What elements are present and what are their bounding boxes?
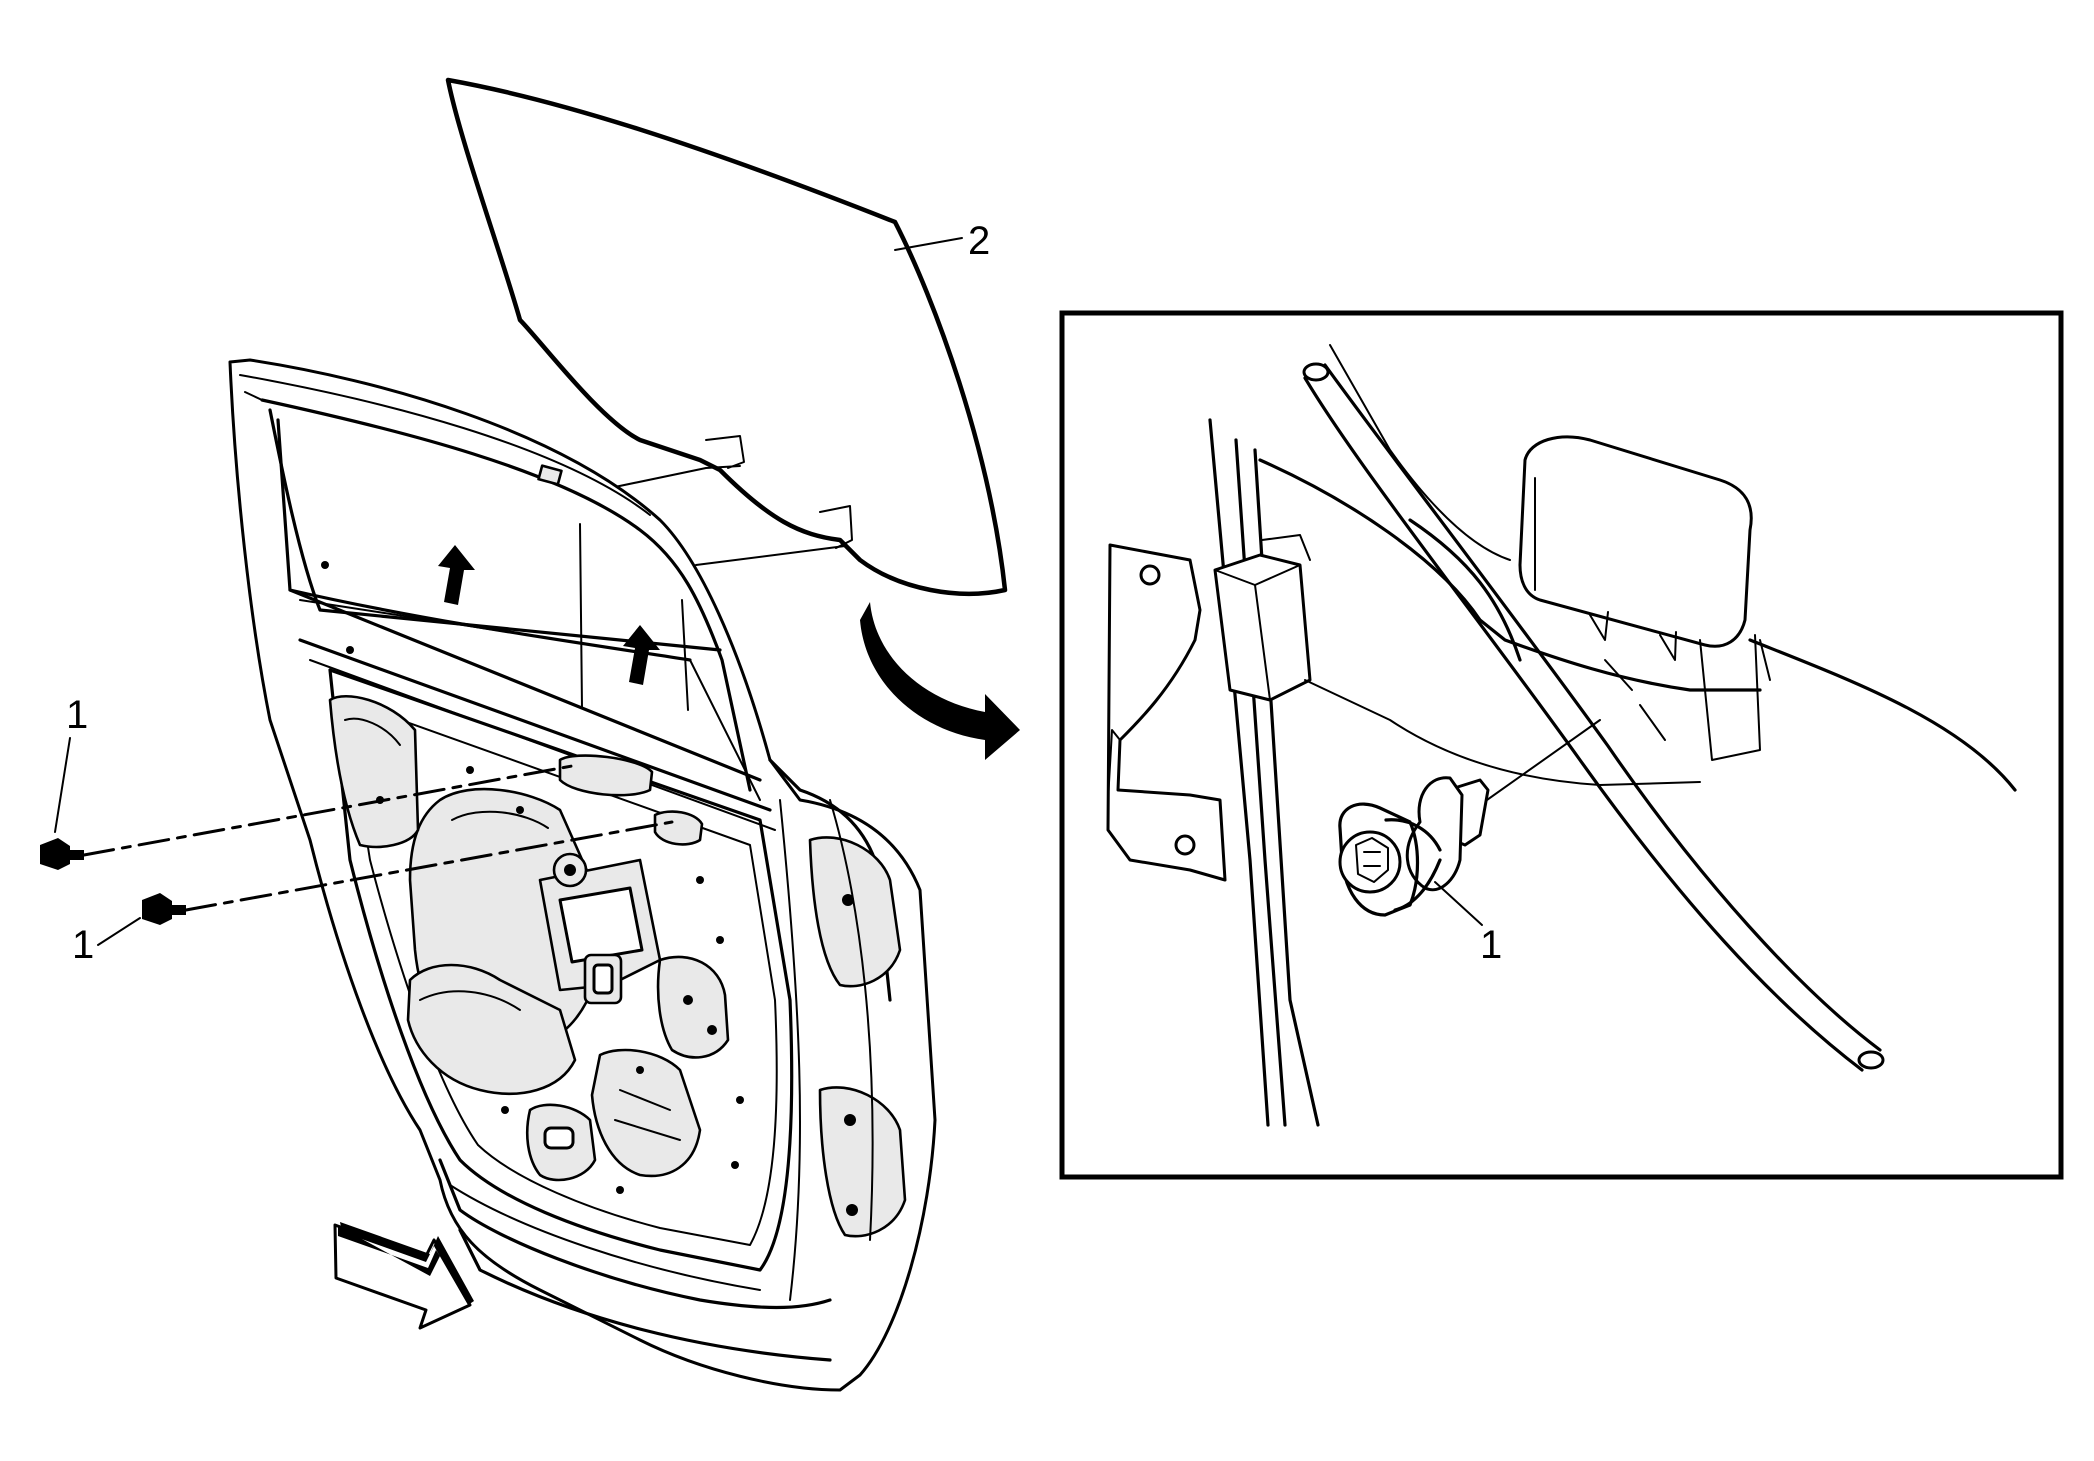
- callout-label-bolt-lower: 1: [72, 923, 94, 967]
- door-assembly: [228, 358, 937, 1392]
- callout-label-glass: 2: [968, 219, 990, 263]
- bolt-upper: 1: [40, 693, 574, 870]
- detail-frame: [1059, 310, 2064, 1180]
- detail-bolt-icon: [1338, 719, 1601, 917]
- bolt-lower: 1: [72, 820, 674, 967]
- curved-arrow-icon: [860, 602, 1020, 760]
- callout-label-bolt-upper: 1: [66, 693, 88, 737]
- detail-view: 1: [1059, 310, 2064, 1180]
- up-arrow-icon: [438, 545, 475, 605]
- callout-label-detail-bolt: 1: [1480, 923, 1502, 967]
- window-glass: [445, 77, 1008, 596]
- callout-glass: 2: [894, 219, 990, 263]
- up-arrow-icon: [623, 625, 660, 685]
- front-direction-arrow-icon: [333, 1222, 474, 1330]
